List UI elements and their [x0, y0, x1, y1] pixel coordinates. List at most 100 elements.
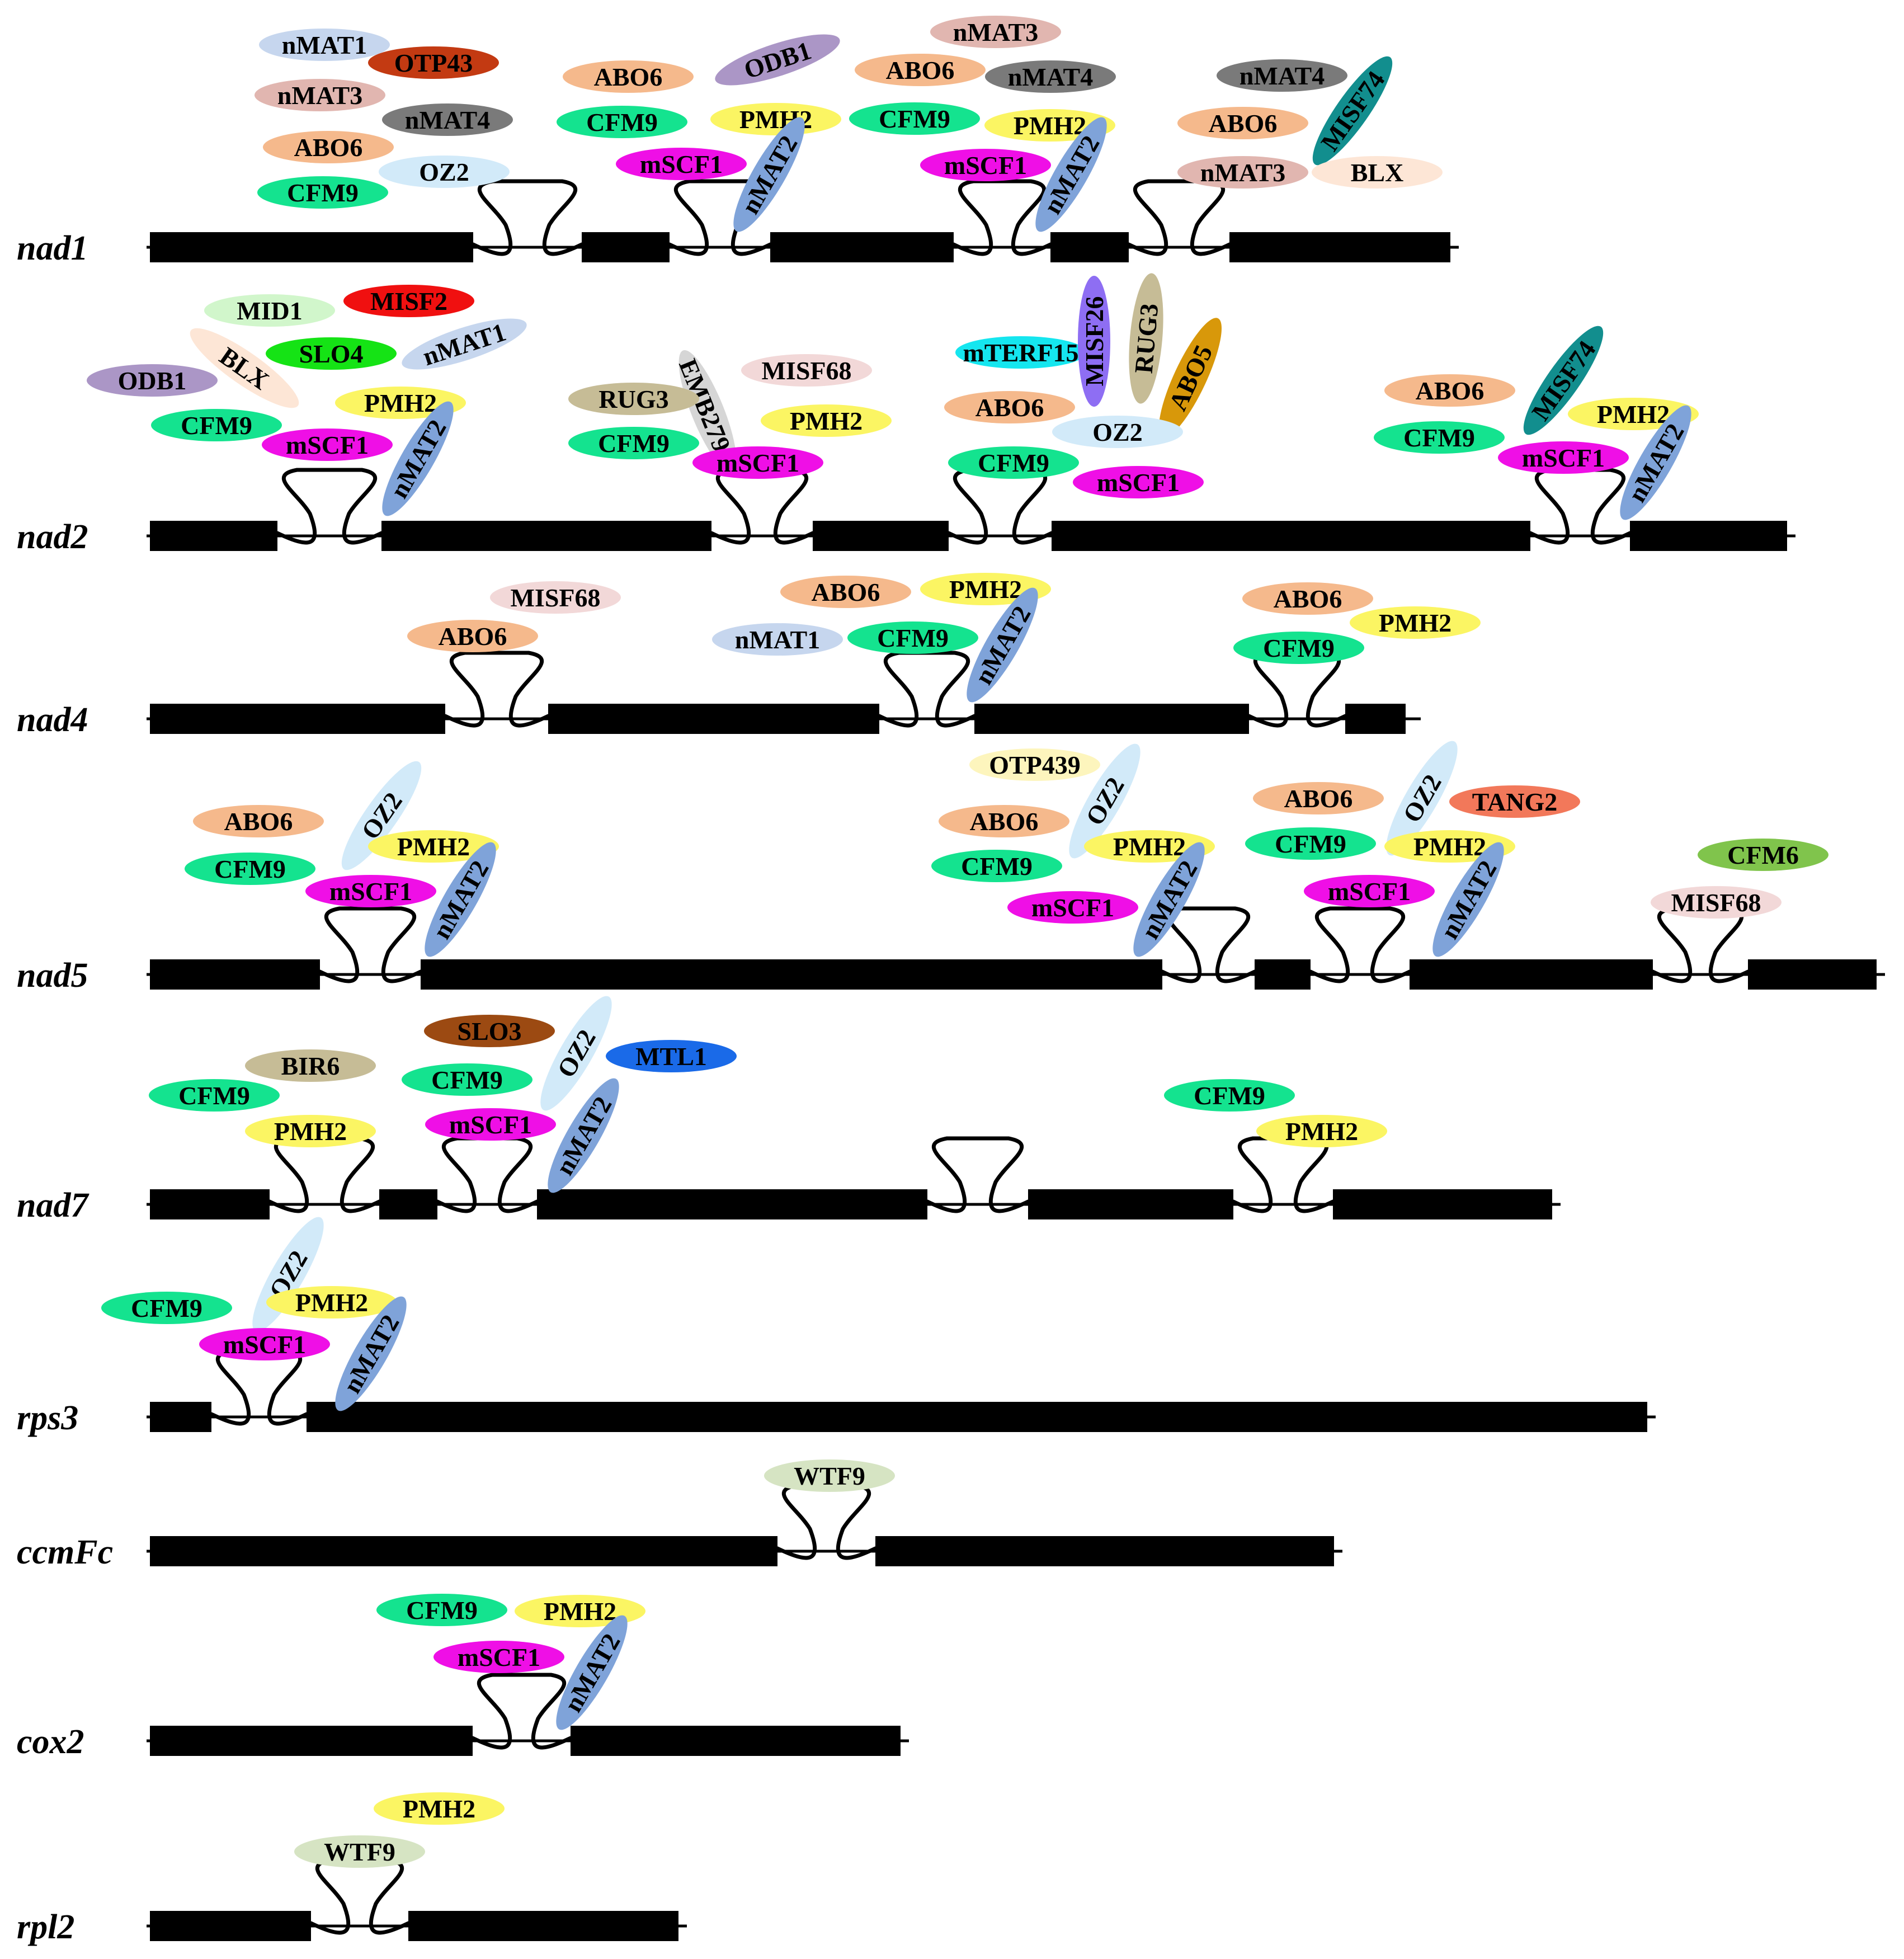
- intron-loop: [435, 1136, 539, 1213]
- protein-ellipse: [1374, 421, 1505, 454]
- protein-label: BIR6: [281, 1052, 340, 1080]
- protein-ellipse: [1133, 842, 1205, 957]
- protein-pmh2: PMH2: [761, 404, 892, 437]
- protein-abo6: ABO6: [407, 620, 538, 652]
- exon-block: [537, 1189, 927, 1219]
- protein-label: MISF26: [1080, 296, 1109, 387]
- protein-ellipse: [382, 401, 454, 516]
- protein-ellipse: [557, 106, 687, 138]
- protein-label: nMAT2: [1135, 855, 1203, 944]
- protein-cfm9: CFM9: [849, 102, 980, 135]
- protein-nmat2: nMAT2: [556, 1615, 628, 1730]
- protein-ellipse: [1698, 839, 1828, 871]
- intron-loop: [209, 1349, 309, 1426]
- protein-ellipse: [741, 354, 872, 387]
- protein-ellipse: [1350, 606, 1481, 639]
- protein-ellipse: [733, 117, 805, 232]
- protein-label: ABO5: [1163, 341, 1218, 415]
- protein-label: ABO6: [886, 56, 955, 84]
- protein-cfm9: CFM9: [568, 427, 699, 459]
- protein-label: PMH2: [295, 1288, 368, 1317]
- gene-label: ccmFc: [17, 1533, 113, 1571]
- protein-label: MISF68: [1671, 888, 1761, 917]
- protein-ellipse: [930, 16, 1061, 48]
- exon-block: [150, 1189, 270, 1219]
- intron-loop: [1160, 906, 1257, 983]
- protein-label: nMAT2: [427, 855, 494, 944]
- protein-cfm9: CFM9: [257, 176, 388, 209]
- protein-label: mSCF1: [1097, 468, 1180, 497]
- exon-block: [1052, 521, 1530, 551]
- protein-ellipse: [1164, 1079, 1295, 1112]
- protein-ellipse: [969, 748, 1100, 781]
- protein-ellipse: [710, 103, 841, 135]
- protein-ellipse: [1256, 1115, 1387, 1147]
- protein-label: nMAT2: [969, 601, 1036, 689]
- protein-ellipse: [847, 621, 978, 654]
- protein-mscf1: mSCF1: [262, 428, 393, 461]
- exon-block: [875, 1536, 1334, 1566]
- protein-abo6: ABO6: [1242, 582, 1373, 615]
- protein-ellipse: [568, 427, 699, 459]
- protein-cfm9: CFM9: [151, 409, 282, 441]
- protein-label: CFM9: [1275, 830, 1346, 858]
- protein-label: CFM9: [214, 855, 286, 883]
- protein-label: CFM6: [1727, 841, 1799, 869]
- protein-label: CFM9: [431, 1066, 503, 1094]
- protein-label: BLX: [1351, 158, 1404, 187]
- protein-label: nMAT1: [282, 31, 367, 59]
- protein-cfm9: CFM9: [101, 1292, 232, 1324]
- protein-ellipse: [1177, 107, 1308, 139]
- protein-ellipse: [1312, 56, 1393, 166]
- protein-ellipse: [616, 148, 747, 180]
- protein-mterf15: mTERF15: [955, 336, 1086, 369]
- protein-label: PMH2: [403, 1795, 475, 1823]
- protein-abo6: ABO6: [1384, 374, 1515, 407]
- exon-block: [770, 232, 954, 262]
- protein-mscf1: mSCF1: [616, 148, 747, 180]
- protein-label: PMH2: [1113, 832, 1186, 861]
- intron-loop: [1651, 906, 1750, 983]
- protein-misf26: MISF26: [1078, 276, 1110, 407]
- protein-ellipse: [402, 1063, 532, 1096]
- protein-label: nMAT2: [337, 1310, 404, 1398]
- protein-label: PMH2: [1597, 400, 1670, 428]
- protein-label: ABO6: [224, 807, 293, 836]
- protein-odb1: ODB1: [715, 34, 840, 86]
- exon-block: [1345, 704, 1406, 734]
- protein-ellipse: [382, 103, 513, 136]
- intron-loop: [1231, 1136, 1335, 1213]
- protein-label: CFM9: [877, 624, 949, 652]
- protein-ellipse: [374, 1792, 505, 1825]
- protein-misf68: MISF68: [741, 354, 872, 387]
- protein-label: mSCF1: [717, 449, 799, 477]
- protein-ellipse: [1007, 891, 1138, 924]
- protein-ellipse: [985, 60, 1116, 93]
- protein-label: ABO6: [1209, 109, 1278, 138]
- protein-label: CFM9: [961, 852, 1033, 880]
- protein-label: mSCF1: [1328, 877, 1411, 906]
- protein-nmat3: nMAT3: [930, 16, 1061, 48]
- protein-label: OZ2: [419, 158, 469, 186]
- protein-ellipse: [199, 1328, 330, 1360]
- exon-block: [307, 1402, 1647, 1432]
- protein-label: nMAT2: [1622, 418, 1689, 507]
- protein-label: PMH2: [1014, 111, 1086, 140]
- protein-cfm9: CFM9: [376, 1594, 507, 1626]
- protein-ellipse: [376, 1594, 507, 1626]
- protein-label: OZ2: [1092, 418, 1142, 446]
- protein-cfm9: CFM9: [149, 1079, 280, 1112]
- protein-pmh2: PMH2: [1256, 1115, 1387, 1147]
- protein-label: ABO6: [1284, 784, 1353, 813]
- protein-slo3: SLO3: [424, 1015, 555, 1047]
- protein-ellipse: [305, 875, 436, 907]
- intron-loop: [309, 1858, 411, 1935]
- protein-abo6: ABO6: [1177, 107, 1308, 139]
- protein-label: PMH2: [397, 832, 470, 861]
- exon-block: [381, 521, 711, 551]
